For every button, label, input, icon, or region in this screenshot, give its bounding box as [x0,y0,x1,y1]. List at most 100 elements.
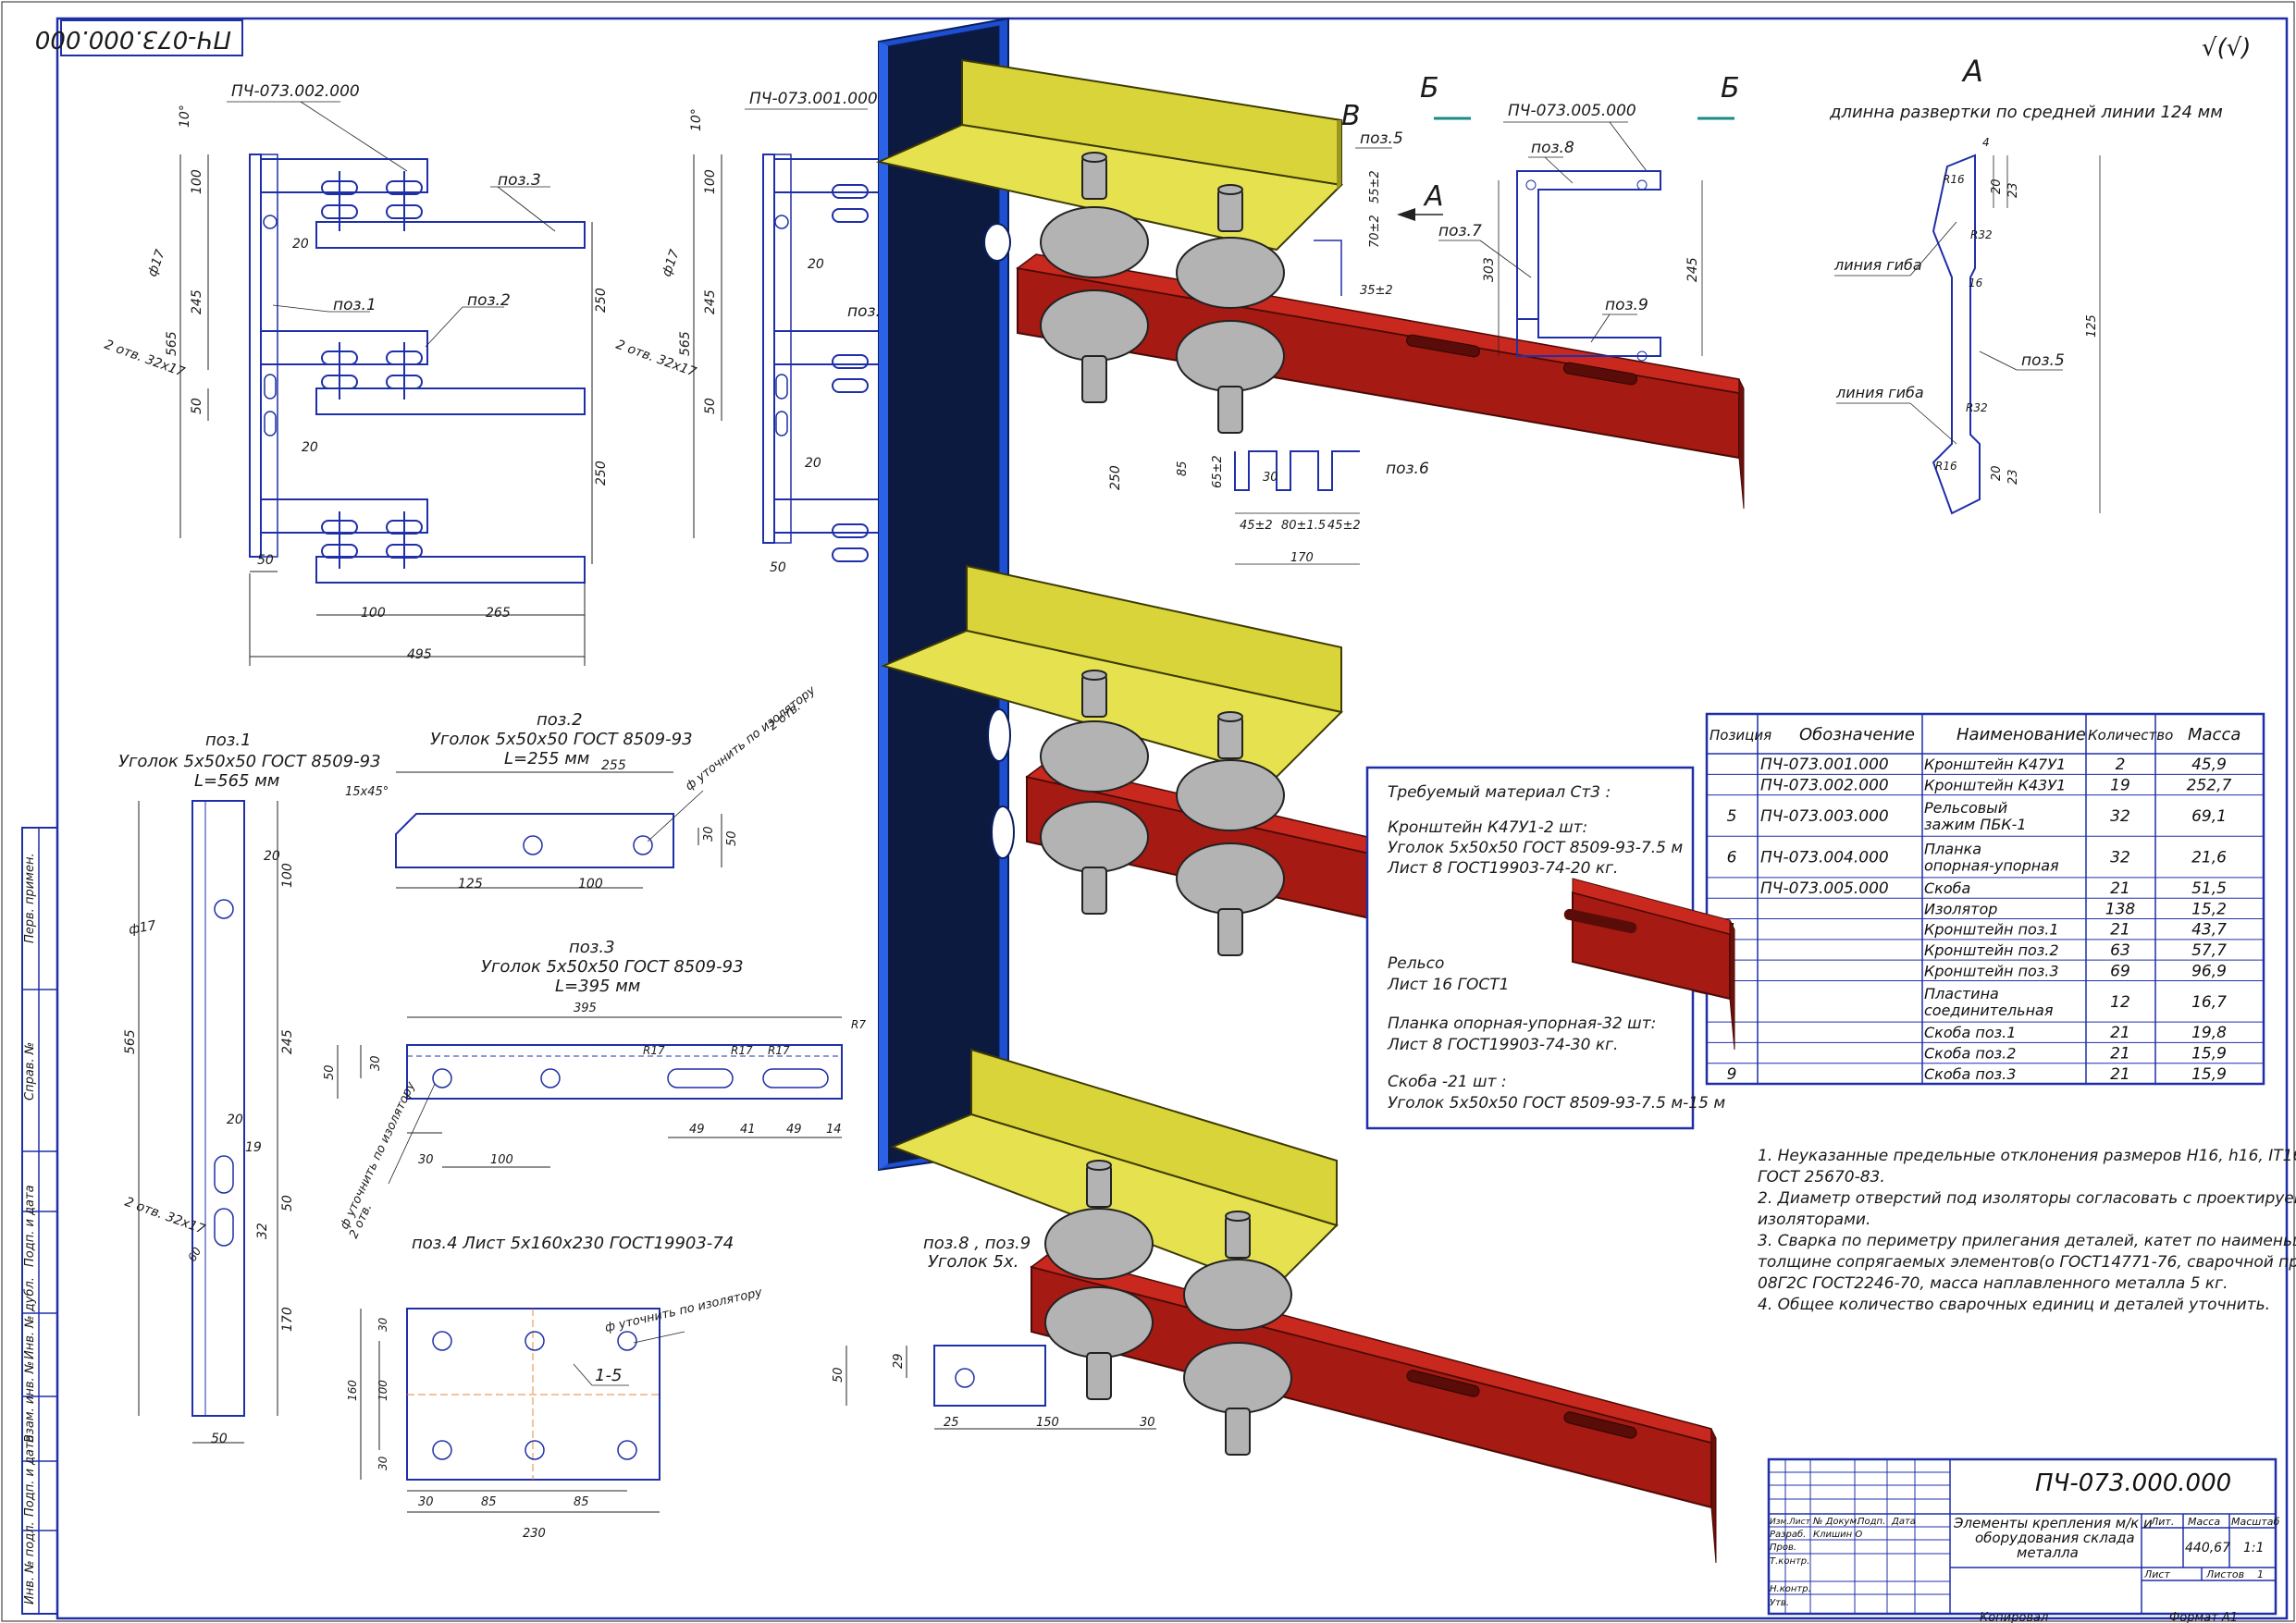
spec-header-4: Масса [2188,725,2240,744]
spec-cell-r8-c4: 96,9 [2191,962,2227,980]
p2-dim-15: 15х45° [345,785,389,799]
p89-title: поз.8 , поз.9 [923,1234,1031,1253]
tb-listov-val: 1 [2257,1568,2264,1580]
otv-c: 2 отв. 32х17 [123,1195,207,1237]
dim-65: 65±2 [1211,455,1225,488]
spec-cell-r7-c2: Кронштейн поз.2 [1924,941,2059,959]
p3-line2: L=395 мм [555,977,640,996]
poz5-label: поз.5 [1360,129,1403,148]
dim-565a: 565 [165,331,179,356]
spec-cell-r0-c3: 2 [2116,756,2126,774]
p3-dim-41: 41 [740,1123,756,1137]
note-2: 2. Диаметр отверстий под изоляторы согла… [1758,1189,2296,1208]
spec-cell-r5-c3: 138 [2105,900,2136,918]
strip-inv-podl: Инв. № подл. [23,1521,37,1605]
poz8-label: поз.8 [1531,139,1574,157]
p3-dim-r7: R7 [851,1018,866,1031]
tb-prov: Пров. [1770,1543,1796,1553]
dim-a20a: 20 [1990,178,2004,194]
p8-dim-25: 25 [944,1416,959,1430]
note-3c: 08Г2С ГОСТ2246-70, масса наплавленного м… [1758,1274,2228,1293]
dim-265: 265 [486,606,511,621]
spec-cell-r12-c0: 9 [1727,1065,1737,1084]
inner-frame [56,17,2289,1620]
spec-cell-r3-c3: 32 [2110,849,2130,867]
part-poz89: поз.8 , поз.9 Уголок 5х. 50 29 25 150 30 [832,1234,1156,1430]
spec-cell-r2-c1: ПЧ-073.003.000 [1760,807,1889,826]
dim-100b: 100 [361,606,386,621]
tb-name3: металла [2017,1544,2079,1561]
material-l9: Уголок 5х50х50 ГОСТ 8509-93-7.5 м-15 м [1388,1094,1725,1113]
p8-dim-29: 29 [892,1353,906,1369]
spec-cell-r5-c2: Изолятор [1924,900,1997,917]
spec-cell-r10-c4: 19,8 [2191,1024,2227,1042]
razvertka-text: длинна развертки по средней линии 124 мм [1829,103,2223,122]
assembly-3d [875,17,1745,1564]
tb-mass-val: 440,67 [2185,1541,2230,1555]
p8-dim-150: 150 [1036,1416,1059,1430]
p1-dim-20: 20 [264,849,280,864]
poz5b-label: поз.5 [2021,351,2065,370]
p1-dim-50b: 50 [211,1432,228,1446]
note-3: 3. Сварка по периметру прилегания детале… [1758,1232,2296,1250]
spec-cell-r4-c4: 51,5 [2191,879,2227,898]
p89-line1: Уголок 5х. [928,1252,1018,1272]
spec-cell-r7-c4: 57,7 [2191,941,2227,960]
strip-podp-data-2: Подп. и дата [23,1434,37,1517]
dim-a4: 4 [1982,136,1990,149]
p1-title: поз.1 [205,731,252,750]
spec-cell-r12-c4: 15,9 [2191,1065,2227,1084]
poz-cut-label: поз. [847,302,881,321]
poz6-label: поз.6 [1386,460,1429,478]
p3-dim-49a: 49 [689,1123,705,1137]
dim-20c: 20 [808,257,824,272]
bracket-view-1: ПЧ-073.002.000 [103,82,609,666]
poz2-label: поз.2 [467,291,511,310]
dim-50c: 50 [703,398,718,414]
p1-dim-20b: 20 [227,1113,243,1127]
part-poz2: поз.2 Уголок 5х50х50 ГОСТ 8509-93 L=255 … [345,683,819,891]
poz3-label: поз.3 [498,171,541,190]
dim-495: 495 [407,647,432,662]
p2-dim-255: 255 [601,758,626,773]
spec-cell-r12-c2: Скоба поз.3 [1924,1065,2016,1083]
poz7-label: поз.7 [1438,222,1482,240]
p1-dim-19: 19 [245,1140,262,1155]
tb-ndokum: № Докум. [1812,1517,1859,1527]
p3-dim-30b: 30 [418,1153,434,1167]
dim-r32a: R32 [1970,228,1993,241]
p1-dim-32: 32 [255,1223,270,1239]
spec-header-0: Позиция [1710,727,1771,744]
tb-name1: Элементы крепления м/к и [1953,1515,2153,1531]
p1-dim-170: 170 [280,1307,295,1332]
dim-r16b: R16 [1935,460,1957,473]
dim-35: 35±2 [1360,284,1393,298]
note-4: 4. Общее количество сварочных единиц и д… [1758,1296,2270,1314]
dim-v250: 250 [1108,465,1123,490]
material-l7: Лист 8 ГОСТ19903-74-30 кг. [1387,1036,1618,1054]
spec-cell-r2-c0: 5 [1727,807,1737,826]
side-strip: Перв. примен. Справ. № Подп. и дата Инв.… [21,827,58,1615]
dim-55: 55±2 [1368,170,1382,203]
dim-20a: 20 [292,237,309,252]
poz9-label: поз.9 [1605,296,1648,314]
phi17-b: ф17 [660,248,683,279]
spec-cell-r12-c3: 21 [2110,1065,2130,1084]
dim-30a: 30 [1263,471,1278,485]
bracket1-ref: ПЧ-073.002.000 [231,82,360,101]
p2-dim-100: 100 [578,877,603,891]
dim-a125: 125 [2085,314,2099,338]
dim-100c: 100 [703,169,718,194]
dim-10a: 10° [178,105,192,128]
tb-razrab-name: Клишин О [1813,1530,1862,1540]
poz1-label: поз.1 [333,296,376,314]
dim-85: 85 [1176,461,1190,476]
dim-20b: 20 [302,440,318,455]
spec-cell-r6-c3: 21 [2110,921,2130,940]
tb-utv: Утв. [1770,1598,1789,1608]
phi17-a: ф17 [145,248,168,279]
strip-vzam-inv: Взам. инв. № [23,1361,37,1443]
p3-dim-100: 100 [490,1153,513,1167]
